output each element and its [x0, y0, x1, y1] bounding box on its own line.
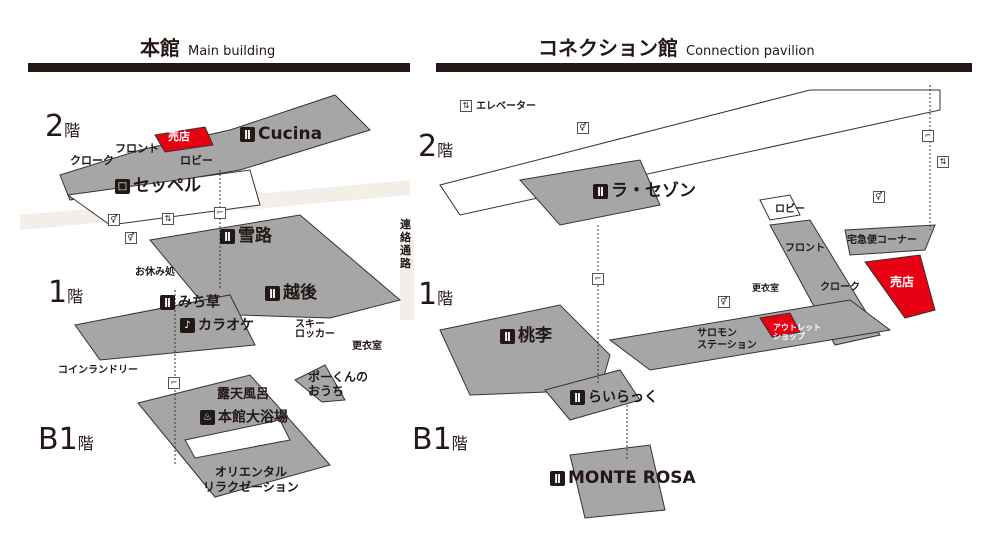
restroom-icon: ⚥ [125, 232, 137, 244]
conn-lobby-label: ロビー [775, 204, 805, 215]
elevator-icon: ⇅ [162, 213, 174, 225]
restaurant-icon: ǁ [160, 295, 175, 310]
main-front-label: フロント [115, 142, 159, 155]
main-floor-b1: B1階 [38, 422, 94, 457]
conn-pavilion-title: コネクション館 [538, 36, 678, 60]
restaurant-icon: ǁ [570, 390, 585, 405]
conn-pavilion-heading: コネクション館 Connection pavilion [538, 32, 815, 61]
elevator-label: エレベーター [476, 101, 536, 112]
conn-cloak-label: クローク [820, 282, 860, 293]
restroom-icon: ⚥ [718, 296, 730, 308]
main-1f-rooms [149, 214, 402, 319]
rairakku-room [544, 369, 641, 421]
po-house-label: ポーくんのおうち [308, 370, 369, 398]
main-bath[interactable]: ♨本館大浴場 [200, 410, 288, 425]
restroom-icon: ⚥ [108, 214, 120, 226]
oriental-relaxation-label: オリエンタルリラクゼーション [203, 465, 299, 494]
conn-front-label: フロント [785, 243, 825, 254]
connection-path-label: 連絡通路 [400, 218, 411, 270]
outdoor-bath-label: 露天風呂 [217, 387, 270, 402]
la-saison-room [519, 159, 661, 226]
restaurant-icon: ǁ [265, 285, 280, 301]
restaurant-icon: ǁ [240, 126, 255, 142]
tori-room [439, 304, 611, 396]
conn-floor-b1: B1階 [412, 422, 468, 457]
karaoke-icon: ♪ [180, 318, 195, 333]
main-lobby-label: ロビー [180, 154, 213, 167]
conn-changing-room-label: 更衣室 [752, 284, 780, 294]
po-house-room [294, 364, 346, 403]
hot-spring-icon: ♨ [200, 410, 215, 425]
conn-heading-bar [436, 63, 972, 72]
main-floor-2f: 2階 [45, 109, 81, 144]
cafe-seppel[interactable]: □セッペル [115, 178, 201, 195]
main-building-subtitle: Main building [188, 44, 276, 59]
main-building-heading: 本館 Main building [140, 32, 275, 61]
main-cloak-label: クローク [70, 154, 114, 167]
cafe-icon: □ [115, 178, 130, 194]
conn-1f-corridor-rooms [608, 299, 892, 371]
stairs-icon: ⌐ [592, 273, 604, 285]
main-heading-bar [28, 63, 410, 72]
outlet-shop-label: アウトレットショップ [773, 323, 821, 341]
main-shop-label: 売店 [168, 130, 190, 143]
conn-1f-lobby [759, 194, 801, 221]
karaoke[interactable]: ♪カラオケ [180, 318, 254, 333]
restaurant-icon: ǁ [500, 328, 515, 344]
main-b1-corridor [184, 419, 291, 459]
delivery-corner [844, 224, 936, 256]
conn-pavilion-subtitle: Connection pavilion [686, 44, 815, 59]
restaurant-icon: ǁ [550, 470, 565, 486]
restaurant-icon: ǁ [593, 183, 608, 199]
main-building-title: 本館 [140, 36, 180, 60]
main-floor-1f: 1階 [48, 275, 84, 310]
delivery-corner-label: 宅急便コーナー [847, 235, 917, 246]
restroom-icon: ⚥ [577, 122, 589, 134]
stairs-icon: ⌐ [922, 130, 934, 142]
outlet-shop-room [759, 312, 801, 338]
connection-walkway [400, 240, 414, 320]
main-1f-west-rooms [74, 294, 256, 361]
elevator-icon: ⇅ [460, 100, 472, 112]
monte-rosa-room [569, 444, 666, 519]
salomon-station-label: サロモンステーション [697, 328, 757, 351]
rest-area-label: お休み処 [135, 267, 175, 278]
main-changing-room-label: 更衣室 [352, 341, 382, 352]
coin-laundry-label: コインランドリー [58, 365, 138, 376]
main-2f-lobby-area [66, 169, 261, 226]
elevator-icon: ⇅ [937, 156, 949, 168]
conn-1f-shop [864, 254, 936, 319]
stairs-icon: ⌐ [214, 207, 226, 219]
conn-shop-label: 売店 [890, 275, 915, 289]
restaurant-icon: ǁ [220, 228, 235, 244]
main-2f-shop [154, 126, 214, 153]
conn-floor-2f: 2階 [418, 129, 454, 164]
restroom-icon: ⚥ [873, 191, 885, 203]
stairs-icon: ⌐ [168, 377, 180, 389]
ski-locker-label: スキーロッカー [295, 319, 335, 340]
conn-floor-1f: 1階 [418, 277, 454, 312]
